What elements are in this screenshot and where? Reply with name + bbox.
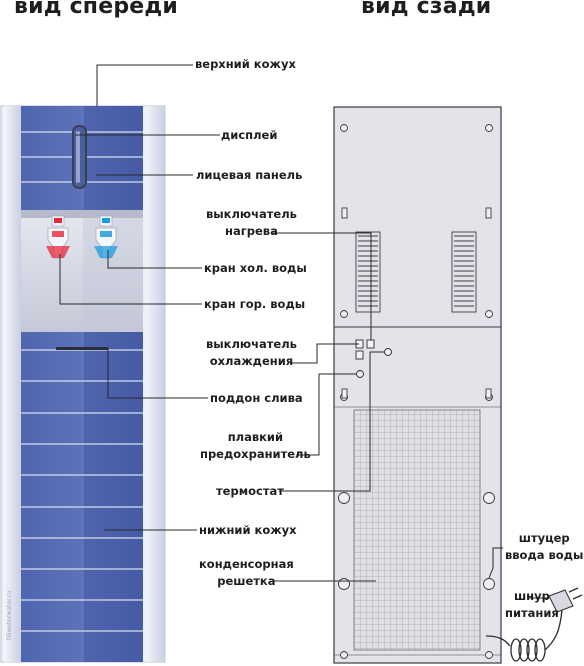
label-thermostat: термостат xyxy=(216,484,284,498)
label-heat-switch: выключатель нагрева xyxy=(206,207,297,238)
front-cooler xyxy=(0,105,166,663)
power-cord[interactable] xyxy=(485,609,563,662)
leader-lines xyxy=(59,64,548,599)
condenser-grid xyxy=(353,409,481,651)
dispensing-niche xyxy=(21,210,143,332)
lower-panel-lines xyxy=(21,349,143,632)
label-top-cover: верхний кожух xyxy=(195,57,296,71)
hot-water-tap[interactable] xyxy=(46,215,70,259)
back-cooler xyxy=(333,106,583,664)
back-view-title: вид сзади xyxy=(361,0,492,19)
label-bottom-cover: нижний кожух xyxy=(199,523,297,537)
rear-vent-right xyxy=(451,231,477,313)
label-display: дисплей xyxy=(221,128,278,142)
rear-vent-left xyxy=(355,231,381,313)
watermark: tiliweterwater.ru xyxy=(6,590,13,640)
cold-water-tap[interactable] xyxy=(94,215,118,259)
thermostat-knob[interactable] xyxy=(384,348,392,356)
label-cold-tap: кран хол. воды xyxy=(204,261,307,275)
drip-tray xyxy=(56,347,108,350)
label-water-inlet: штуцер ввода воды xyxy=(505,531,584,562)
label-power-cord: шнур питания xyxy=(505,589,559,620)
left-side-strip xyxy=(4,106,21,662)
rear-slots xyxy=(341,207,492,399)
label-hot-tap: кран гор. воды xyxy=(204,297,306,311)
right-side-strip xyxy=(145,106,165,662)
power-plug xyxy=(548,587,583,613)
label-fuse: плавкий предохранитель xyxy=(200,430,311,461)
front-view-title: вид спереди xyxy=(14,0,178,19)
rear-switches[interactable] xyxy=(355,339,375,360)
label-condenser: конденсорная решетка xyxy=(199,557,294,588)
label-cooling-switch: выключатель охлаждения xyxy=(206,337,297,368)
label-front-panel: лицевая панель xyxy=(196,168,303,182)
fuse-holder[interactable] xyxy=(356,370,364,378)
label-drip-tray: поддон слива xyxy=(210,391,303,405)
